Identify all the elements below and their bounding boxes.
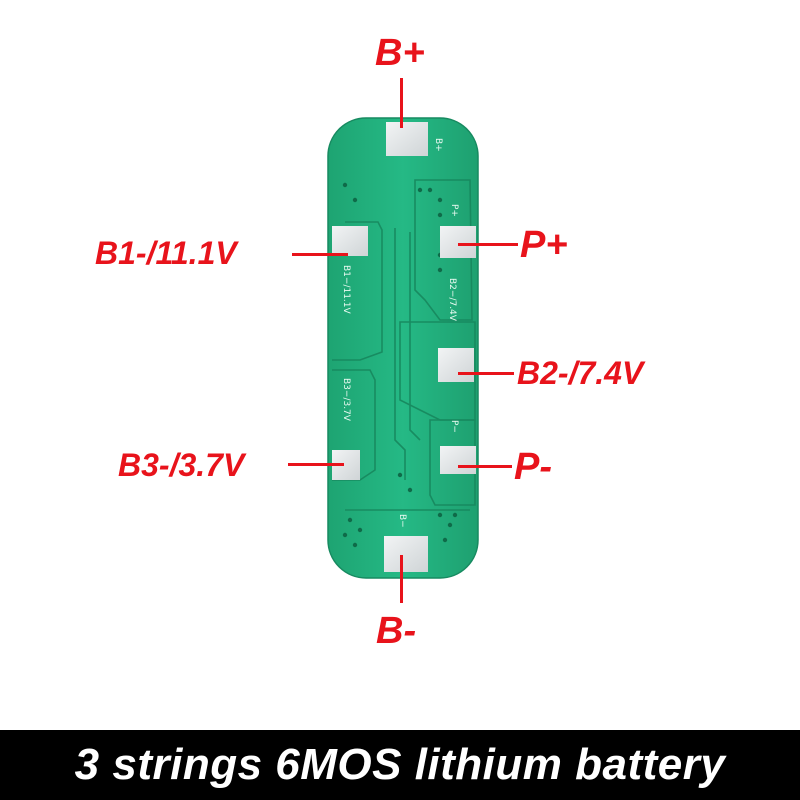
silkscreen-text: B+ P+ B1−/11.1V B2−/7.4V B3−/3.7V P− B−: [341, 138, 459, 528]
pad-b1: [332, 226, 368, 256]
pad-p-minus: [440, 446, 476, 474]
label-b2: B2-/7.4V: [517, 355, 644, 391]
label-b-plus: B+: [375, 32, 425, 74]
leader-b2: [458, 372, 514, 375]
label-p-minus: P-: [514, 446, 552, 488]
pcb-board: B+ P+ B1−/11.1V B2−/7.4V B3−/3.7V P− B−: [327, 117, 479, 579]
label-b-minus: B-: [376, 610, 417, 652]
silk-p-plus: P+: [449, 204, 459, 217]
caption-banner: 3 strings 6MOS lithium battery: [0, 730, 800, 800]
pad-p-plus: [440, 226, 476, 258]
diagram-stage: B+ P+ B1−/11.1V B2−/7.4V B3−/3.7V P− B− …: [95, 32, 644, 652]
silk-p-minus: P−: [449, 420, 459, 433]
pad-b-plus: [386, 122, 428, 156]
pad-b-minus: [384, 536, 428, 572]
silk-b1: B1−/11.1V: [341, 265, 351, 315]
silk-b2: B2−/7.4V: [447, 278, 457, 322]
silk-b3: B3−/3.7V: [341, 378, 351, 422]
leader-p-minus: [458, 465, 512, 468]
label-p-plus: P+: [520, 224, 568, 266]
leader-b-plus: [400, 78, 403, 128]
leader-b-minus: [400, 555, 403, 603]
pad-b2: [438, 348, 474, 382]
caption-text: 3 strings 6MOS lithium battery: [74, 740, 726, 789]
leader-p-plus: [458, 243, 518, 246]
silk-b-minus: B−: [397, 514, 407, 528]
silk-b-plus: B+: [433, 138, 443, 152]
leader-b1: [292, 253, 348, 256]
vias: [342, 182, 458, 548]
label-b3: B3-/3.7V: [118, 447, 245, 483]
label-b1: B1-/11.1V: [95, 235, 237, 271]
copper-zones: [332, 179, 476, 511]
leader-b3: [288, 463, 344, 466]
